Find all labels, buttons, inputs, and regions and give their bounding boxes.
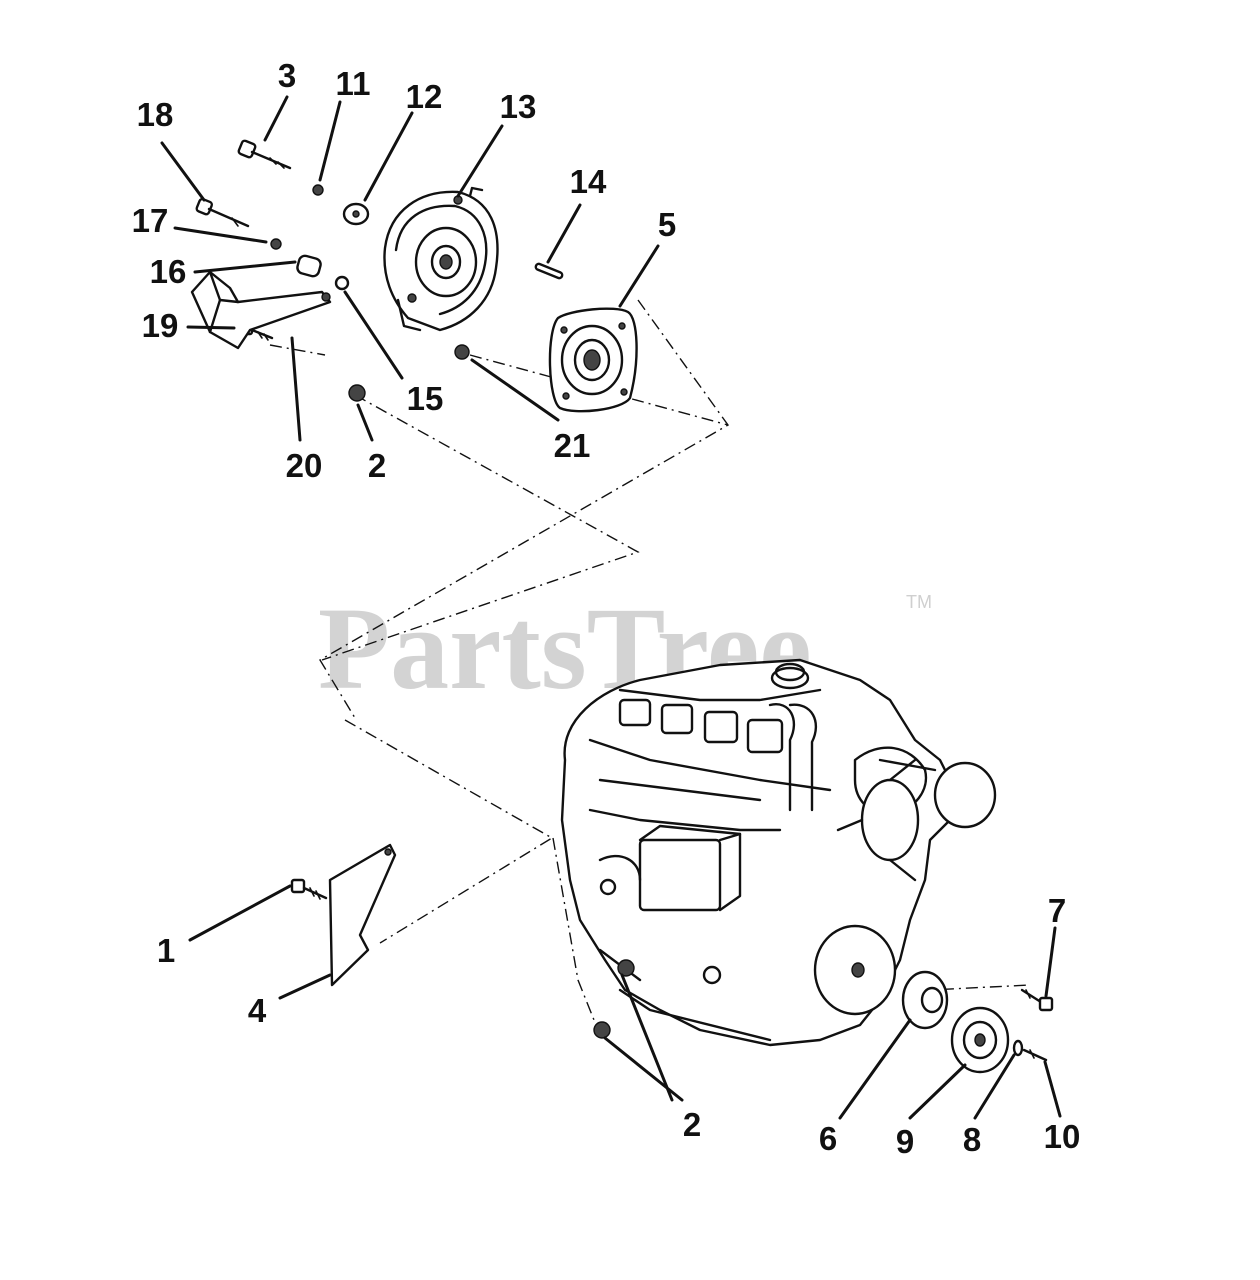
part-spacer-16 bbox=[296, 254, 322, 278]
callout-1: 1 bbox=[157, 932, 175, 969]
part-pin-14 bbox=[534, 262, 564, 280]
callout-11: 11 bbox=[336, 65, 371, 102]
callout-13: 13 bbox=[500, 88, 537, 125]
callout-leaders bbox=[160, 95, 1062, 1120]
part-ball-15 bbox=[334, 275, 350, 291]
callout-4: 4 bbox=[248, 992, 267, 1029]
part-bolt-1 bbox=[290, 878, 328, 900]
callout-9: 9 bbox=[896, 1123, 914, 1160]
callout-7: 7 bbox=[1048, 892, 1066, 929]
part-pulley-9 bbox=[950, 1006, 1010, 1074]
callout-2-top: 2 bbox=[368, 447, 386, 484]
callout-6: 6 bbox=[819, 1120, 837, 1157]
assembly-guide-lines bbox=[269, 299, 1031, 1031]
callout-18: 18 bbox=[137, 96, 174, 133]
part-nut-21 bbox=[454, 344, 470, 360]
callout-5: 5 bbox=[658, 206, 676, 243]
part-bolt-7 bbox=[1020, 988, 1054, 1012]
part-nut-17 bbox=[270, 238, 282, 250]
part-nut-2-lower-a bbox=[617, 959, 635, 977]
callout-10: 10 bbox=[1044, 1118, 1081, 1155]
callout-2-bottom: 2 bbox=[683, 1106, 701, 1143]
part-bolt-3 bbox=[237, 139, 292, 170]
part-bolt-18 bbox=[195, 197, 250, 228]
callout-12: 12 bbox=[406, 78, 443, 115]
callout-3: 3 bbox=[278, 57, 296, 94]
callout-17: 17 bbox=[132, 202, 169, 239]
part-washer-12-hole bbox=[352, 210, 360, 218]
part-washer-8 bbox=[1012, 1039, 1024, 1057]
part-clutch-13 bbox=[383, 186, 499, 332]
watermark-trademark: TM bbox=[906, 592, 932, 612]
callout-19: 19 bbox=[142, 307, 179, 344]
part-nut-11 bbox=[312, 184, 324, 196]
callout-14: 14 bbox=[570, 163, 607, 200]
callout-15: 15 bbox=[407, 380, 444, 417]
part-nut-2-lower-b bbox=[593, 1021, 611, 1039]
callout-21: 21 bbox=[554, 427, 591, 464]
part-nut-2-top bbox=[348, 384, 366, 402]
part-hub-6 bbox=[901, 970, 949, 1030]
part-flange-5 bbox=[548, 307, 638, 413]
part-bolt-10 bbox=[1022, 1048, 1048, 1062]
callout-8: 8 bbox=[963, 1121, 981, 1158]
callout-16: 16 bbox=[150, 253, 187, 290]
part-plate-4 bbox=[328, 843, 397, 987]
part-engine bbox=[560, 658, 997, 1047]
callout-labels: 3 11 12 13 18 14 5 17 16 19 15 21 20 2 1… bbox=[132, 57, 1081, 1160]
callout-20: 20 bbox=[286, 447, 323, 484]
